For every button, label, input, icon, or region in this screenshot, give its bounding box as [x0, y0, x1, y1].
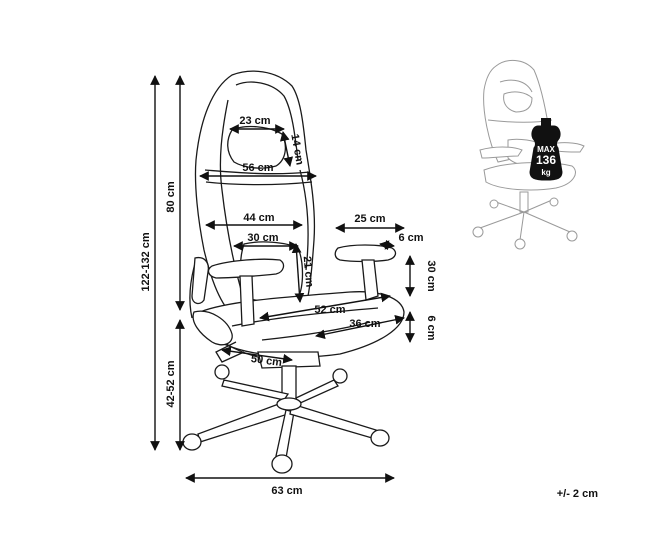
base-leg-left: [197, 401, 289, 443]
lumbar-width-label: 30 cm: [247, 232, 278, 244]
seat-height-label: 42-52 cm: [165, 360, 177, 407]
right-armrest-pad: [334, 244, 397, 263]
left-armrest-post: [239, 275, 255, 327]
recline-lever: [191, 256, 210, 305]
seat-width-label: 50 cm: [250, 353, 283, 369]
seat-depth-label: 52 cm: [314, 304, 345, 316]
back-height-label: 80 cm: [165, 181, 177, 212]
total-height-label: 122-132 cm: [140, 232, 152, 292]
left-armrest-pad: [207, 258, 285, 279]
base-leg-back-right: [295, 379, 339, 405]
base-width-label: 63 cm: [271, 485, 302, 497]
armrest-height-label: 30 cm: [425, 260, 437, 291]
base-leg-back-left: [221, 379, 290, 401]
dimension-lines: [150, 75, 415, 483]
weight-unit: kg: [541, 168, 550, 177]
base-leg-right: [289, 403, 377, 439]
weight-badge: MAX 136 kg: [529, 118, 563, 181]
casters: [182, 364, 390, 474]
tolerance-note: +/- 2 cm: [557, 488, 598, 500]
chair-drawing: [182, 70, 405, 474]
front-bolster: [192, 310, 233, 346]
weight-max: MAX: [537, 145, 555, 154]
dimension-labels: 122-132 cm 80 cm 42-52 cm 63 cm 23 cm 14…: [140, 115, 437, 497]
weight-icon: [529, 125, 563, 181]
headrest-depth-label: 14 cm: [288, 133, 305, 166]
seat-inner-depth-label: 36 cm: [349, 318, 380, 330]
seat-thickness-label: 6 cm: [425, 315, 437, 340]
lumbar-height-label: 21 cm: [301, 256, 316, 288]
armrest-width-label: 6 cm: [398, 232, 423, 244]
thumbnail-chair: [472, 60, 585, 250]
weight-value: 136: [536, 153, 556, 167]
headrest-width-label: 23 cm: [239, 115, 270, 127]
shoulder-width-label: 56 cm: [242, 162, 273, 174]
back-width-label: 44 cm: [243, 212, 274, 224]
armrest-length-label: 25 cm: [354, 213, 385, 225]
